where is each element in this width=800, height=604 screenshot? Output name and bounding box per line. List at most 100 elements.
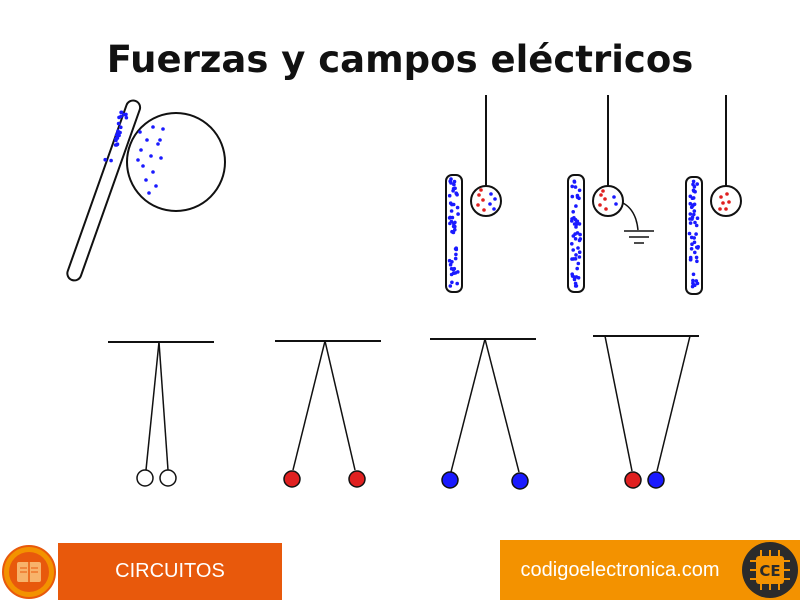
induced-charge-dot	[158, 138, 162, 142]
induced-charge-dot	[141, 164, 145, 168]
rod-c	[685, 176, 703, 295]
string-4a	[604, 335, 633, 472]
rod-charge-dot	[574, 253, 578, 257]
string-1b	[158, 341, 169, 471]
rod-charge-dot	[576, 276, 581, 280]
rod-charge-dot	[571, 248, 575, 252]
book-logo	[0, 543, 58, 600]
rod-charge-dot	[694, 255, 699, 260]
rod-charge-dot	[452, 222, 456, 226]
rod-charge-dot	[452, 266, 457, 271]
rod-charge-dot	[689, 235, 694, 240]
rod-charge-dot	[447, 193, 452, 198]
rod-charge-dot	[688, 221, 693, 225]
rod-charge-dot	[693, 220, 697, 225]
positive-ball-1	[283, 470, 301, 488]
rod-charge-dot	[449, 219, 454, 224]
positive-ball-2	[348, 470, 366, 488]
positive-ball-3	[624, 471, 642, 489]
positive-charge-dot	[481, 198, 485, 202]
positive-charge-dot	[727, 200, 731, 204]
rods-negative-charges	[447, 177, 700, 289]
rod-charge-dot	[692, 212, 696, 217]
sphere-c	[710, 185, 742, 217]
rod-charge-dot	[572, 222, 577, 226]
neutral-sphere	[126, 112, 226, 212]
string-2b	[324, 340, 356, 471]
rod-charge-dot	[578, 232, 582, 237]
rod-charge-dot	[691, 272, 696, 277]
negative-charge-dot	[103, 157, 107, 162]
induced-charge-dot	[139, 148, 143, 152]
negative-charge-dot	[119, 125, 123, 130]
rod-charge-dot	[570, 257, 574, 261]
rod-charge-dot	[448, 215, 452, 220]
rod-charge-dot	[690, 215, 695, 219]
string-3a	[450, 338, 486, 473]
rod-charge-dot	[692, 202, 697, 207]
string-3b	[484, 338, 520, 473]
rod-charge-dot	[573, 237, 578, 241]
induction-panel	[445, 95, 742, 295]
negative-charge-dot	[492, 207, 496, 211]
negative-ball-3	[647, 471, 665, 489]
rod-charge-dot	[573, 232, 577, 236]
induced-charge-dot	[161, 127, 165, 131]
rod-charge-dot	[447, 258, 452, 263]
string-2a	[292, 340, 326, 471]
string-1a	[145, 341, 160, 471]
rod-charge-dot	[575, 266, 579, 271]
rod-negative-charges	[103, 110, 129, 163]
rod-charge-dot	[690, 242, 694, 246]
negative-ball-2	[511, 472, 529, 490]
rod-charge-dot	[575, 219, 579, 224]
positive-charge-dot	[725, 192, 729, 196]
website-label[interactable]: codigoelectronica.com	[500, 540, 740, 600]
rod-charge-dot	[688, 217, 692, 221]
negative-charge-dot	[122, 112, 127, 117]
positive-charge-dot	[721, 201, 725, 205]
positive-charge-dot	[599, 193, 603, 197]
rod-charge-dot	[692, 240, 697, 245]
negative-charge-dot	[493, 197, 497, 201]
positive-charge-dot	[604, 207, 608, 211]
rod-charge-dot	[577, 188, 582, 193]
rod-charge-dot	[692, 184, 697, 189]
induced-charge-dot	[147, 191, 151, 195]
rod-charge-dot	[577, 238, 582, 243]
positive-charge-dot	[482, 208, 486, 212]
sphere-a	[470, 185, 502, 217]
positive-charge-dot	[718, 207, 722, 211]
rod-charge-dot	[573, 284, 578, 288]
chip-logo-text: CE	[759, 562, 780, 580]
rod-charge-dot	[453, 224, 457, 229]
rod-charge-dot	[693, 250, 697, 255]
neutral-ball-1	[136, 469, 154, 487]
rod-charge-dot	[450, 202, 454, 207]
rod-charge-dot	[577, 255, 582, 259]
negative-charge-dot	[124, 115, 129, 120]
rod-charge-dot	[688, 194, 693, 199]
rod-charge-dot	[694, 223, 699, 228]
induced-charge-dot	[149, 154, 153, 158]
rod-charge-dot	[577, 250, 582, 254]
spheres-charges	[476, 188, 731, 212]
induced-charge-dot	[138, 130, 142, 134]
rod-charge-dot	[454, 246, 459, 250]
rod-charge-dot	[691, 278, 695, 283]
rod-charge-dot	[455, 205, 460, 210]
ground-wire	[622, 202, 639, 231]
rod-charge-dot	[689, 205, 694, 210]
rod-charge-dot	[691, 196, 696, 200]
sphere-induced-charges	[136, 125, 165, 195]
rod-charge-dot	[693, 189, 697, 194]
chip-logo: CE	[740, 540, 800, 600]
string-4b	[656, 335, 691, 472]
electrostatics-diagram	[66, 95, 742, 490]
rod-charge-dot	[574, 204, 578, 208]
rod-charge-dot	[452, 182, 456, 187]
rod-charge-dot	[690, 284, 695, 289]
negative-ball-1	[441, 471, 459, 489]
rod-charge-dot	[576, 261, 581, 266]
rod-charge-dot	[577, 222, 582, 226]
